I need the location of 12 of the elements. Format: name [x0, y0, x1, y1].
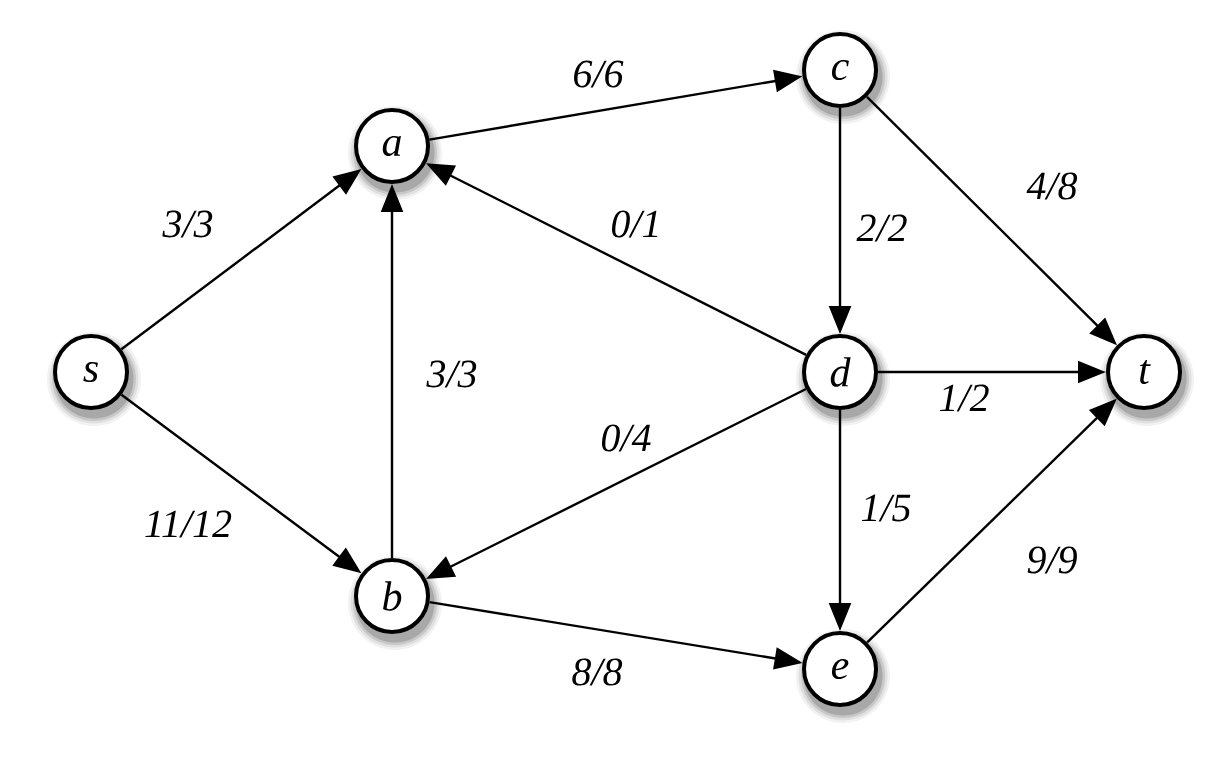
- edge-label: 1/2: [939, 384, 989, 412]
- edge-label: 11/12: [145, 510, 232, 538]
- edge-label: 9/9: [1027, 546, 1077, 574]
- edge-label: 8/8: [572, 658, 623, 686]
- edge-label: 0/1: [612, 210, 658, 238]
- edge-label: 2/2: [856, 214, 907, 242]
- edge-label: 4/8: [1026, 172, 1078, 200]
- edge-label: 1/5: [861, 494, 911, 522]
- edge-label: 6/6: [574, 60, 624, 88]
- edge-label: 3/3: [426, 360, 477, 388]
- edge-label: 0/4: [602, 424, 651, 452]
- edge-label: 3/3: [162, 210, 213, 238]
